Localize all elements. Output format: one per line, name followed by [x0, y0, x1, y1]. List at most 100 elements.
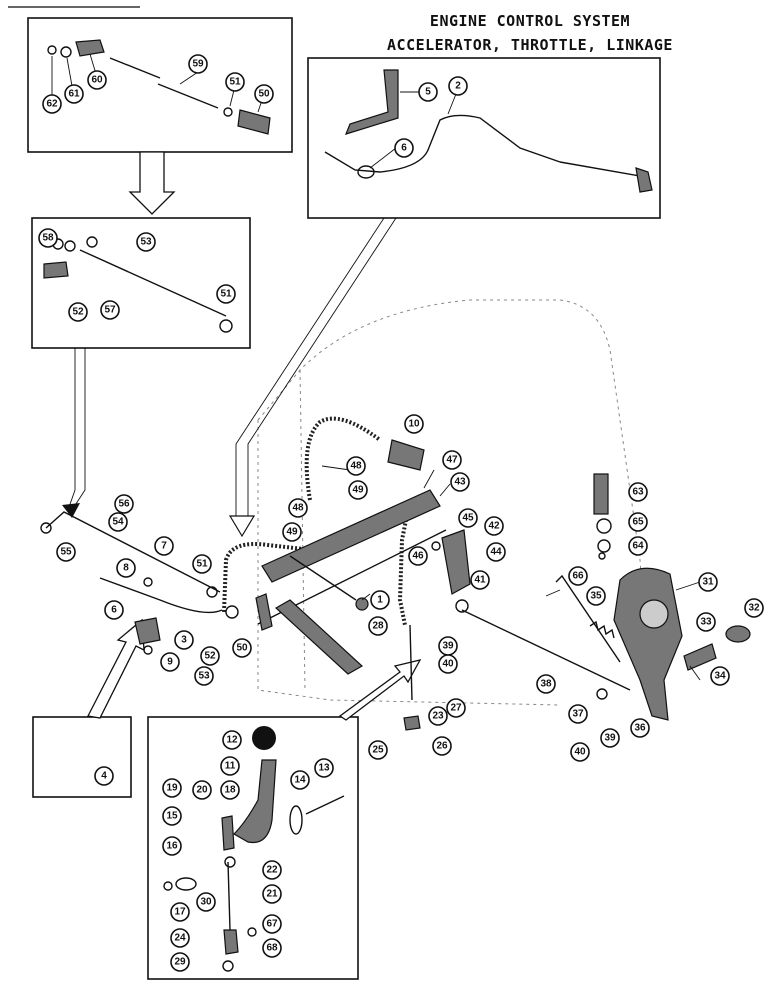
arrow-inset1-to-inset2: [128, 151, 176, 215]
svg-text:55: 55: [60, 547, 72, 558]
callout-26: 26: [432, 736, 452, 756]
svg-text:56: 56: [118, 499, 130, 510]
callout-61: 61: [64, 84, 84, 104]
callout-63: 63: [628, 482, 648, 502]
svg-text:6: 6: [111, 605, 117, 616]
svg-text:29: 29: [174, 957, 186, 968]
svg-text:40: 40: [442, 659, 454, 670]
callout-68: 68: [262, 938, 282, 958]
svg-text:11: 11: [225, 761, 236, 772]
svg-text:37: 37: [572, 709, 584, 720]
svg-text:26: 26: [436, 741, 448, 752]
callout-16: 16: [162, 836, 182, 856]
inset3-parts: [324, 69, 653, 193]
callout-40-right: 40: [570, 742, 590, 762]
svg-text:59: 59: [192, 59, 204, 70]
callout-35: 35: [586, 586, 606, 606]
callout-24: 24: [170, 928, 190, 948]
svg-text:23: 23: [432, 711, 444, 722]
svg-text:52: 52: [204, 651, 216, 662]
svg-text:24: 24: [174, 933, 186, 944]
callout-29: 29: [170, 952, 190, 972]
callout-4: 4: [94, 766, 114, 786]
callout-21: 21: [262, 884, 282, 904]
svg-text:46: 46: [412, 551, 424, 562]
svg-text:39: 39: [442, 641, 454, 652]
svg-text:10: 10: [408, 419, 420, 430]
callout-53-main: 53: [194, 666, 214, 686]
cab-outline-ghost: [257, 299, 651, 706]
svg-text:31: 31: [702, 577, 714, 588]
callout-67: 67: [262, 914, 282, 934]
svg-text:38: 38: [540, 679, 552, 690]
callout-62: 62: [42, 94, 62, 114]
svg-text:32: 32: [748, 603, 760, 614]
callout-31: 31: [698, 572, 718, 592]
callout-20: 20: [192, 780, 212, 800]
callout-2: 2: [448, 76, 468, 96]
callout-5: 5: [418, 82, 438, 102]
svg-text:21: 21: [266, 889, 278, 900]
callout-13: 13: [314, 758, 334, 778]
callout-38: 38: [536, 674, 556, 694]
svg-text:64: 64: [632, 541, 644, 552]
svg-text:19: 19: [166, 783, 178, 794]
svg-text:36: 36: [634, 723, 646, 734]
svg-text:54: 54: [112, 517, 124, 528]
callout-9: 9: [160, 652, 180, 672]
callout-42: 42: [484, 516, 504, 536]
svg-text:63: 63: [632, 487, 644, 498]
svg-text:57: 57: [104, 305, 116, 316]
svg-text:9: 9: [167, 657, 173, 668]
callout-17: 17: [170, 902, 190, 922]
svg-text:48: 48: [292, 503, 304, 514]
callout-30: 30: [196, 892, 216, 912]
callout-56: 56: [114, 494, 134, 514]
svg-text:27: 27: [450, 703, 462, 714]
svg-text:25: 25: [372, 745, 384, 756]
svg-text:50: 50: [236, 643, 248, 654]
main-assembly: [40, 416, 751, 731]
svg-text:50: 50: [258, 89, 270, 100]
svg-text:7: 7: [161, 541, 167, 552]
callout-11: 11: [220, 756, 240, 776]
svg-text:35: 35: [590, 591, 602, 602]
svg-text:53: 53: [140, 237, 152, 248]
callout-25: 25: [368, 740, 388, 760]
svg-text:40: 40: [574, 747, 586, 758]
callout-52-main: 52: [200, 646, 220, 666]
callout-39-right: 39: [600, 728, 620, 748]
callout-7: 7: [154, 536, 174, 556]
svg-text:15: 15: [166, 811, 178, 822]
svg-text:49: 49: [352, 485, 364, 496]
callout-19: 19: [162, 778, 182, 798]
callout-27: 27: [446, 698, 466, 718]
svg-text:44: 44: [490, 547, 502, 558]
callout-53-inset2: 53: [136, 232, 156, 252]
lead-inset3-to-cable-b: [247, 217, 397, 520]
callout-3: 3: [174, 630, 194, 650]
lead-inset3-to-cable: [235, 217, 385, 520]
inset-box-bracket-detail: [32, 716, 132, 798]
svg-text:41: 41: [474, 575, 486, 586]
svg-text:28: 28: [372, 621, 384, 632]
lead-inset2-to-rod: [67, 348, 76, 511]
callout-12: 12: [222, 730, 242, 750]
callout-48-lower: 48: [288, 498, 308, 518]
svg-text:2: 2: [455, 81, 461, 92]
callout-22: 22: [262, 860, 282, 880]
callout-15: 15: [162, 806, 182, 826]
svg-text:48: 48: [350, 461, 362, 472]
callout-14: 14: [290, 770, 310, 790]
callout-49-lower: 49: [282, 522, 302, 542]
callout-52-inset2: 52: [68, 302, 88, 322]
callout-58: 58: [38, 228, 58, 248]
callout-59: 59: [188, 54, 208, 74]
callout-36: 36: [630, 718, 650, 738]
svg-text:67: 67: [266, 919, 278, 930]
callout-50-inset1: 50: [254, 84, 274, 104]
svg-text:16: 16: [166, 841, 178, 852]
inset1-parts: [47, 39, 271, 135]
svg-text:68: 68: [266, 943, 278, 954]
